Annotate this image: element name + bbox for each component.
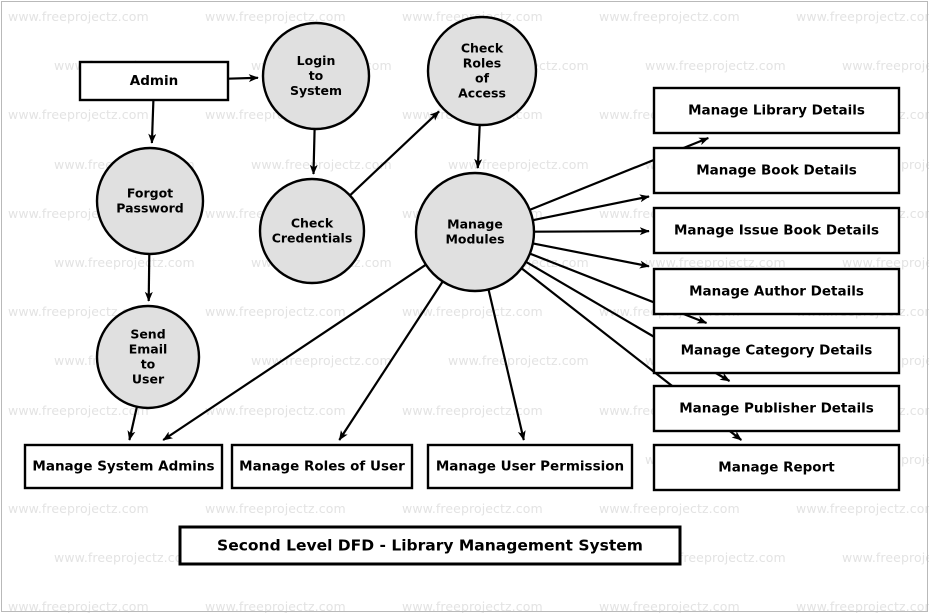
module-rect	[652, 86, 901, 135]
flow-arrow-credentials-to-roles	[349, 110, 440, 197]
module-box-category[interactable]: Manage Category Details	[652, 326, 901, 375]
module-box-userperm[interactable]: Manage User Permission	[426, 443, 634, 490]
module-rect	[652, 206, 901, 255]
module-label-library: Manage Library Details	[688, 103, 865, 119]
module-box-author[interactable]: Manage Author Details	[652, 267, 901, 316]
module-label-rolesuser: Manage Roles of User	[239, 459, 405, 475]
module-label-author: Manage Author Details	[689, 284, 864, 300]
flow-arrow-sendemail-to-sysadmins	[127, 406, 138, 441]
flow-arrow-roles-to-modules	[474, 124, 483, 169]
process-circle	[414, 171, 536, 293]
external-entity-admin[interactable]: Admin	[78, 60, 230, 102]
flow-arrow-modules-to-issuebook	[533, 227, 650, 236]
module-box-issuebook[interactable]: Manage Issue Book Details	[652, 206, 901, 255]
flow-arrow-admin-to-login	[227, 74, 259, 83]
flow-arrow-admin-to-forgot	[148, 99, 157, 144]
module-box-rolesuser[interactable]: Manage Roles of User	[230, 443, 414, 490]
diagram-title-text: Second Level DFD - Library Management Sy…	[217, 536, 643, 554]
module-label-category: Manage Category Details	[681, 343, 873, 359]
flow-arrow-modules-to-book	[532, 194, 650, 222]
module-rect	[652, 443, 901, 492]
flow-arrow-login-to-credentials	[309, 128, 318, 175]
flow-arrow-modules-to-sysadmins	[162, 263, 427, 441]
module-label-issuebook: Manage Issue Book Details	[674, 223, 879, 239]
module-box-library[interactable]: Manage Library Details	[652, 86, 901, 135]
diagram-title-box: Second Level DFD - Library Management Sy…	[178, 525, 682, 566]
flow-arrow-modules-to-userperm	[487, 289, 526, 441]
entity-box	[78, 60, 230, 102]
module-label-sysadmins: Manage System Admins	[32, 459, 214, 475]
module-rect	[23, 443, 224, 490]
entity-label-admin: Admin	[130, 73, 178, 89]
process-circle	[258, 177, 366, 285]
module-box-book[interactable]: Manage Book Details	[652, 146, 901, 195]
flow-arrow-modules-to-rolesuser	[338, 280, 444, 441]
module-rect	[652, 267, 901, 316]
module-label-book: Manage Book Details	[696, 163, 857, 179]
process-circle	[261, 21, 371, 131]
module-box-sysadmins[interactable]: Manage System Admins	[23, 443, 224, 490]
flow-arrow-modules-to-author	[532, 242, 650, 269]
module-rect	[426, 443, 634, 490]
module-rect	[652, 146, 901, 195]
module-rect	[230, 443, 414, 490]
module-rect	[652, 384, 901, 433]
module-rect	[652, 326, 901, 375]
flow-arrow-forgot-to-sendemail	[144, 253, 153, 302]
process-circle	[426, 15, 538, 127]
module-box-report[interactable]: Manage Report	[652, 443, 901, 492]
title-rect	[178, 525, 682, 566]
module-label-report: Manage Report	[718, 460, 835, 476]
module-label-publisher: Manage Publisher Details	[679, 401, 874, 417]
process-circle	[95, 304, 201, 410]
process-circle	[95, 146, 205, 256]
module-label-userperm: Manage User Permission	[436, 459, 624, 475]
title-layer: Second Level DFD - Library Management Sy…	[178, 525, 682, 566]
module-box-publisher[interactable]: Manage Publisher Details	[652, 384, 901, 433]
